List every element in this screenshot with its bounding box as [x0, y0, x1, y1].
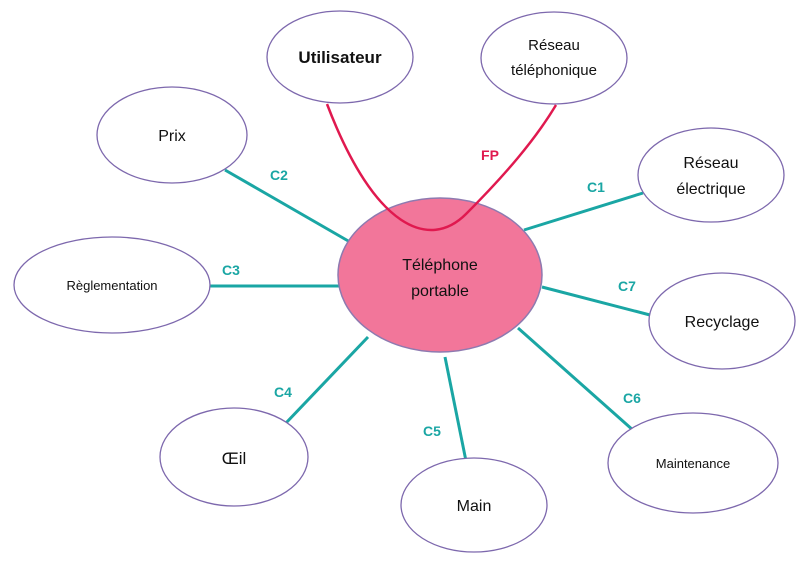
node-oeil-label: Œil [222, 449, 247, 468]
link-c4-line [283, 335, 370, 426]
node-recyclage: Recyclage [648, 272, 796, 370]
node-utilisateur-label: Utilisateur [298, 48, 382, 67]
link-lines [210, 168, 651, 462]
link-c7-label: C7 [618, 278, 636, 294]
link-fp-label: FP [481, 147, 499, 163]
link-c1-label: C1 [587, 179, 605, 195]
center-node-line1: Téléphone [402, 257, 478, 274]
node-prix-label: Prix [158, 128, 186, 145]
link-c5-line [443, 356, 468, 462]
link-c3-label: C3 [222, 262, 240, 278]
node-reseau-telephonique: Réseau téléphonique [480, 11, 628, 105]
link-fp-curve [325, 103, 558, 232]
link-labels: FP C1 C2 C3 C4 C5 C6 C7 [222, 147, 641, 439]
node-recyclage-label: Recyclage [685, 314, 760, 331]
link-c2-line [224, 168, 351, 244]
link-c7-line [541, 285, 651, 317]
node-reseau-electrique-line2: électrique [676, 181, 745, 198]
node-prix: Prix [96, 86, 248, 184]
node-utilisateur: Utilisateur [266, 10, 414, 104]
center-node: Téléphone portable [337, 197, 543, 353]
link-c5-label: C5 [423, 423, 441, 439]
node-maintenance-label: Maintenance [656, 456, 730, 471]
node-main: Main [400, 457, 548, 553]
node-reseau-telephonique-line2: téléphonique [511, 62, 597, 79]
node-reseau-telephonique-line1: Réseau [528, 37, 580, 54]
link-c6-label: C6 [623, 390, 641, 406]
node-reglementation-label: Règlementation [66, 278, 157, 293]
node-reseau-electrique-line1: Réseau [683, 155, 738, 172]
outer-nodes: Utilisateur Réseau téléphonique Prix Rés… [13, 10, 796, 553]
node-main-label: Main [457, 498, 492, 515]
node-reseau-electrique: Réseau électrique [637, 127, 785, 223]
node-oeil: Œil [159, 407, 309, 507]
link-c2-label: C2 [270, 167, 288, 183]
link-c4-label: C4 [274, 384, 292, 400]
node-maintenance: Maintenance [607, 412, 779, 514]
link-c1-line [523, 191, 644, 232]
center-node-line2: portable [411, 283, 469, 300]
node-reglementation: Règlementation [13, 236, 211, 334]
link-c6-line [517, 326, 635, 433]
